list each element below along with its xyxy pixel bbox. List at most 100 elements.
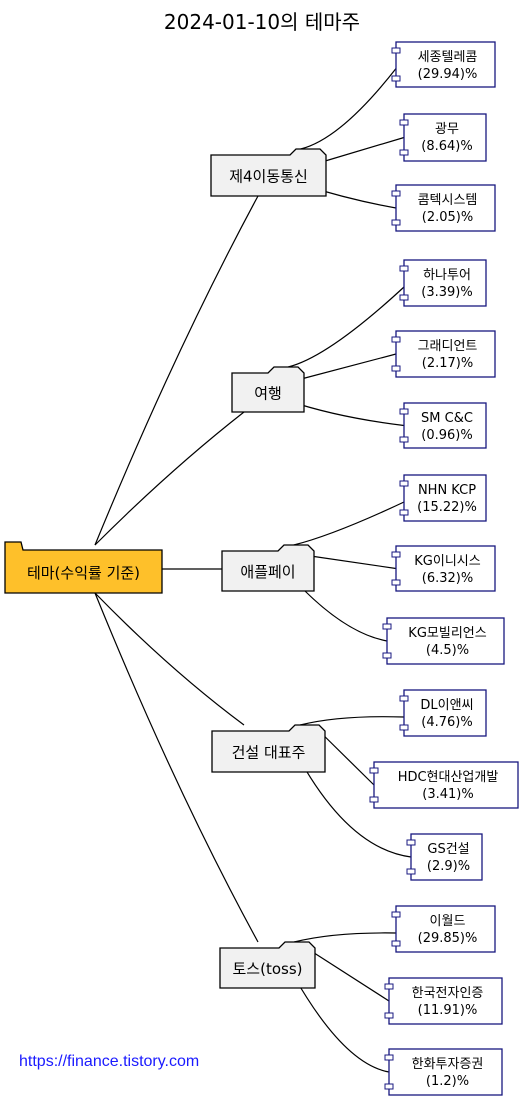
theme-folder-shape <box>231 366 305 413</box>
theme-to-stock-edge <box>299 759 412 858</box>
stock-node[interactable]: 하나투어(3.39)% <box>399 259 487 307</box>
root-to-theme-edge <box>94 592 245 726</box>
theme-to-stock-edge <box>314 952 390 1002</box>
source-url-link[interactable]: https://finance.tistory.com <box>19 1053 200 1070</box>
stock-node[interactable]: KG이니시스 (6.32)% <box>391 545 496 592</box>
stock-name: 한화투자증권 <box>412 1057 484 1072</box>
stock-node[interactable]: 한국전자인증(11.91)% <box>384 977 503 1025</box>
component-port-icon <box>399 724 409 731</box>
stock-name: KG모빌리언스 <box>408 626 486 641</box>
root-to-theme-edge <box>94 592 259 943</box>
theme-label: 건설 대표주 <box>232 744 306 762</box>
theme-folder-shape <box>219 941 316 989</box>
component-port-icon <box>382 652 392 659</box>
root-to-theme-edge <box>94 411 245 546</box>
stock-node[interactable]: 그래디언트(2.17)% <box>391 330 496 378</box>
page-title: 2024-01-10의 테마주 <box>163 10 361 34</box>
theme-label: 제4이동통신 <box>229 168 308 186</box>
stock-return-pct: (29.85)% <box>418 931 478 946</box>
component-port-icon <box>391 219 401 226</box>
stock-node[interactable]: SM C&C (0.96)% <box>399 402 487 449</box>
component-port-icon <box>384 1054 394 1061</box>
component-port-icon <box>399 436 409 443</box>
stock-return-pct: (3.39)% <box>421 285 472 300</box>
stock-node[interactable]: 세종텔레콤 (29.94)% <box>391 41 496 88</box>
theme-label: 애플페이 <box>240 563 295 581</box>
theme-folder[interactable]: 제4이동통신 <box>210 148 327 197</box>
component-port-icon <box>391 551 401 558</box>
stock-return-pct: (4.5)% <box>426 643 469 658</box>
stock-box <box>395 184 496 232</box>
theme-to-stock-edge <box>325 136 405 162</box>
theme-folder[interactable]: 토스(toss) <box>219 941 316 989</box>
stock-node[interactable]: 한화투자증권(1.2)% <box>384 1048 503 1096</box>
stock-return-pct: (3.41)% <box>422 787 473 802</box>
root-theme-folder[interactable]: 테마(수익률 기준) <box>4 541 163 594</box>
stock-return-pct: (6.32)% <box>422 571 473 586</box>
theme-folder[interactable]: 건설 대표주 <box>211 724 326 773</box>
stock-name: DL이앤씨 <box>420 698 473 713</box>
stock-node[interactable]: 콤텍시스템(2.05)% <box>391 184 496 232</box>
component-port-icon <box>391 47 401 54</box>
stock-return-pct: (29.94)% <box>418 67 478 82</box>
theme-to-stock-edge <box>293 932 397 943</box>
root-to-theme-edge <box>94 195 259 546</box>
stock-box <box>403 474 487 522</box>
stock-name: NHN KCP <box>418 483 476 498</box>
component-port-icon <box>391 336 401 343</box>
component-port-icon <box>399 408 409 415</box>
theme-folder[interactable]: 여행 <box>231 366 305 413</box>
component-port-icon <box>399 149 409 156</box>
component-port-icon <box>399 294 409 301</box>
stock-box <box>403 259 487 307</box>
root-folder-shape <box>4 541 163 594</box>
component-port-icon <box>399 695 409 702</box>
stock-box <box>403 402 487 449</box>
component-port-icon <box>399 480 409 487</box>
stock-node[interactable]: DL이앤씨(4.76)% <box>399 689 487 737</box>
stock-box <box>395 41 496 88</box>
stock-name: GS건설 <box>427 842 469 857</box>
theme-label: 여행 <box>254 385 282 403</box>
stock-box <box>395 905 496 953</box>
component-port-icon <box>391 75 401 82</box>
stock-node[interactable]: KG모빌리언스 (4.5)% <box>382 617 505 665</box>
stock-name: 광무 <box>435 122 459 137</box>
stock-return-pct: (2.17)% <box>422 356 473 371</box>
theme-to-stock-edge <box>293 976 390 1073</box>
theme-to-stock-edge <box>300 68 397 150</box>
stock-node[interactable]: NHN KCP (15.22)% <box>399 474 487 522</box>
stock-box <box>386 617 505 665</box>
theme-to-stock-edge <box>299 716 405 726</box>
component-port-icon <box>406 868 416 875</box>
stock-node[interactable]: 이월드 (29.85)% <box>391 905 496 953</box>
stock-return-pct: (15.22)% <box>417 500 477 515</box>
stock-box <box>373 761 519 809</box>
theme-folder-shape <box>221 544 315 592</box>
theme-folder-shape <box>210 148 327 197</box>
component-port-icon <box>391 911 401 918</box>
theme-to-stock-edge <box>288 286 405 368</box>
stock-return-pct: (8.64)% <box>421 139 472 154</box>
component-port-icon <box>382 623 392 630</box>
theme-to-stock-edge <box>287 400 405 427</box>
stock-name: SM C&C <box>421 411 473 426</box>
component-port-icon <box>384 1012 394 1019</box>
stock-name: KG이니시스 <box>414 554 480 569</box>
stock-node[interactable]: GS건설 (2.9)% <box>406 833 483 881</box>
component-port-icon <box>384 1083 394 1090</box>
stock-name: 콤텍시스템 <box>418 193 478 208</box>
theme-folder[interactable]: 애플페이 <box>221 544 315 592</box>
stock-name: 이월드 <box>430 914 466 929</box>
component-port-icon <box>399 119 409 126</box>
stock-box <box>403 689 487 737</box>
component-port-icon <box>391 365 401 372</box>
stock-node[interactable]: 광무 (8.64)% <box>399 113 487 162</box>
stock-return-pct: (2.9)% <box>427 859 470 874</box>
component-port-icon <box>391 940 401 947</box>
stock-return-pct: (0.96)% <box>421 428 472 443</box>
stock-name: 세종텔레콤 <box>418 50 478 65</box>
stock-node[interactable]: HDC현대산업개발(3.41)% <box>369 761 519 809</box>
component-port-icon <box>406 839 416 846</box>
stock-return-pct: (11.91)% <box>418 1003 478 1018</box>
